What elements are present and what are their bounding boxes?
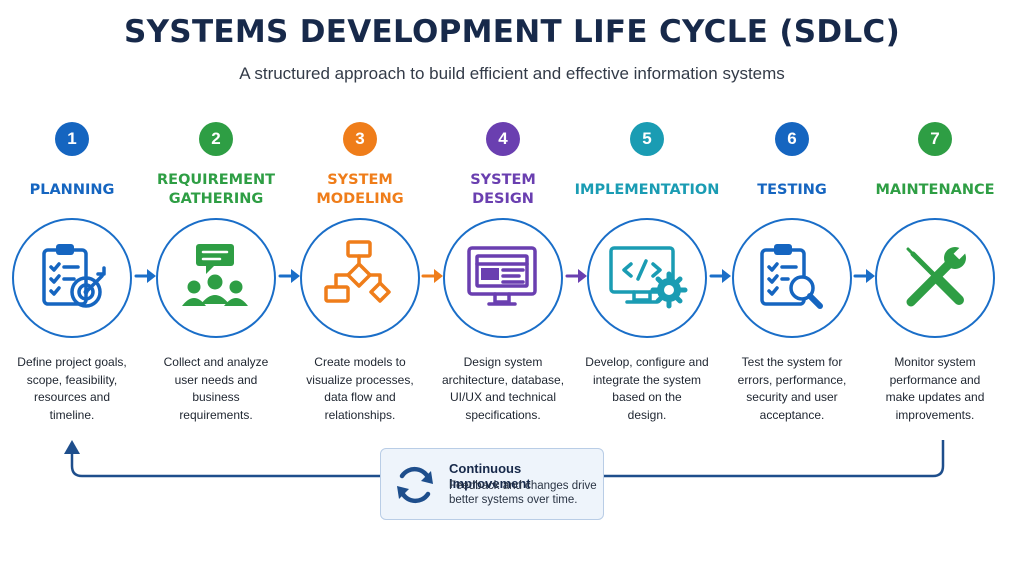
flow-arrow-icon [278, 269, 300, 283]
stage-description-line: relationships. [324, 407, 396, 422]
stage-title-line: MAINTENANCE [875, 181, 995, 198]
flow-arrow-icon [134, 269, 156, 283]
wrench-screwdriver-icon [906, 245, 968, 307]
people-chat-icon [182, 244, 248, 306]
monitor-code-gear-icon [609, 246, 688, 309]
stage-description-line: scope, feasibility, [26, 372, 118, 387]
clipboard-magnifier-icon [760, 244, 823, 309]
stage-title-line: SYSTEM [327, 172, 393, 188]
stage-icon-circle [300, 218, 420, 338]
stage-icon-circle [732, 218, 852, 338]
stage-title-line: IMPLEMENTATION [574, 181, 720, 198]
stage-description-line: UI/UX and technical [449, 390, 557, 404]
stage-title: SYSTEM DESIGN [423, 168, 583, 212]
stage-title-line: DESIGN [472, 191, 534, 207]
stage-title: SYSTEM MODELING [280, 168, 440, 212]
page-title: SYSTEMS DEVELOPMENT LIFE CYCLE (SDLC) [123, 14, 901, 50]
flow-arrow-icon [421, 269, 443, 283]
stage-title: MAINTENANCE [855, 168, 1015, 212]
stage-description-line: Define project goals, [17, 355, 127, 369]
stage-description-line: Create models to [314, 355, 406, 369]
stage-number-badge: 4 [486, 122, 520, 156]
stage-description-line: business [192, 390, 240, 404]
stage-number-badge: 5 [630, 122, 664, 156]
monitor-layout-icon [467, 246, 537, 306]
continuous-improvement-title: Continuous Improvement [449, 461, 531, 491]
stage-title: IMPLEMENTATION [567, 168, 727, 212]
clipboard-target-icon [42, 244, 106, 308]
stage-description-line: security and user [746, 390, 838, 404]
stage-description-line: based on the [612, 390, 682, 404]
stage-description-line: data flow and [324, 390, 396, 404]
stage-description-line: make updates and [885, 390, 985, 404]
stage-icon-circle [587, 218, 707, 338]
continuous-improvement-box: Continuous Improvement Feedback and chan… [380, 448, 604, 520]
stage-description: Collect and analyze user needs and busines… [141, 354, 291, 424]
stage-icon-circle [156, 218, 276, 338]
flow-arrow-icon [853, 269, 875, 283]
stage-description-line: errors, performance, [737, 372, 847, 387]
stage-title-line: TESTING [757, 181, 827, 198]
stage-number-badge: 6 [775, 122, 809, 156]
stage-description-line: Test the system for [741, 355, 843, 369]
stage-description-line: Develop, configure and [585, 355, 709, 369]
stage-description: Design system architecture, database, UI/U… [428, 354, 578, 424]
stage-number-badge: 7 [918, 122, 952, 156]
flow-arrow-icon [709, 269, 731, 283]
continuous-improvement-text: Feedback and changes drive better system… [449, 480, 597, 506]
stage-title-line: PLANNING [29, 181, 115, 198]
stage-description-line: Collect and analyze [163, 355, 269, 369]
stage-title-line: MODELING [316, 191, 404, 207]
stage-description-line: design. [627, 407, 667, 422]
stage-number-badge: 1 [55, 122, 89, 156]
stage-description: Create models to visualize processes, data… [285, 354, 435, 424]
stage-description-line: resources and [33, 390, 111, 404]
stage-number-badge: 3 [343, 122, 377, 156]
stage-description-line: architecture, database, [441, 372, 565, 387]
stage-title-line: GATHERING [168, 191, 264, 207]
stage-number-badge: 2 [199, 122, 233, 156]
stage-icon-circle [12, 218, 132, 338]
stage-description-line: acceptance. [759, 407, 825, 422]
stage-description: Test the system for errors, performance, s… [717, 354, 867, 424]
stage-title-line: REQUIREMENT [157, 172, 275, 188]
stage-description-line: improvements. [895, 407, 975, 422]
stage-description-line: specifications. [465, 407, 541, 422]
stage-icon-circle [875, 218, 995, 338]
stage-description-line: performance and [889, 372, 981, 387]
stage-icon-circle [443, 218, 563, 338]
stage-description-line: Design system [463, 355, 543, 369]
stage-title-line: SYSTEM [470, 172, 536, 188]
flow-arrow-icon [565, 269, 587, 283]
stage-description-line: requirements. [179, 407, 253, 422]
stage-title: PLANNING [0, 168, 152, 212]
page-subtitle: A structured approach to build efficient… [239, 64, 785, 83]
stage-description: Define project goals, scope, feasibility,… [0, 354, 147, 424]
stage-description-line: Monitor system [894, 355, 976, 369]
stage-title: TESTING [712, 168, 872, 212]
refresh-cycle-icon [397, 466, 433, 504]
stage-description-line: integrate the system [592, 372, 702, 387]
stage-description-line: timeline. [49, 407, 95, 422]
flowchart-icon [324, 240, 391, 303]
stage-title: REQUIREMENT GATHERING [136, 168, 296, 212]
stage-description-line: user needs and [174, 372, 258, 387]
stage-description: Develop, configure and integrate the syst… [572, 354, 722, 424]
stage-description-line: visualize processes, [306, 372, 414, 387]
stage-description: Monitor system performance and make update… [860, 354, 1010, 424]
